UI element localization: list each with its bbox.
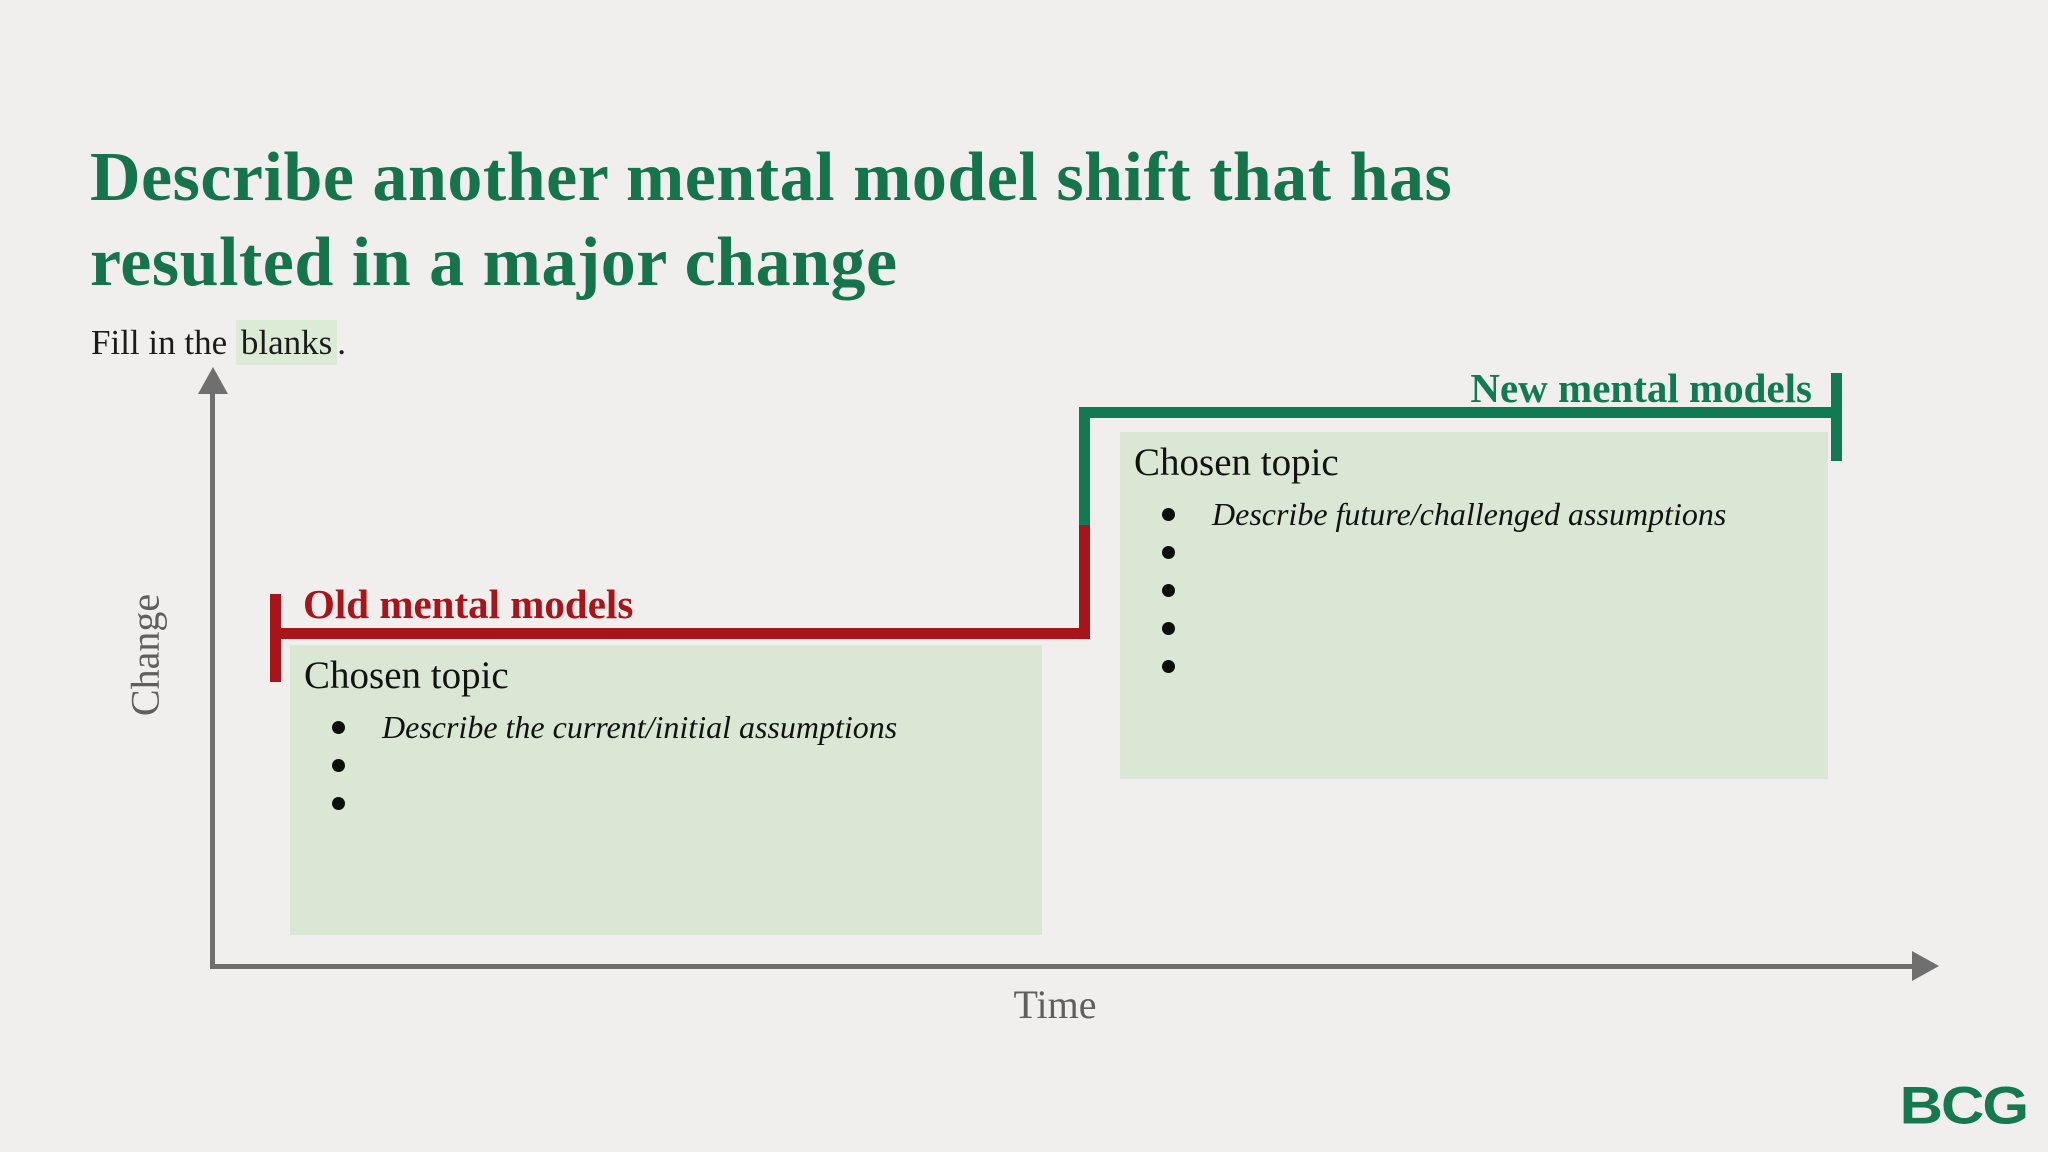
bullet-dot-icon xyxy=(1162,584,1175,598)
old-box-title: Chosen topic xyxy=(304,654,509,697)
list-item: Describe the current/initial assumptions xyxy=(304,709,1024,747)
bcg-logo: BCG xyxy=(1899,1076,2029,1136)
x-axis-arrow-icon xyxy=(1912,951,1939,981)
subtitle-highlight: blanks xyxy=(235,320,338,365)
new-step-riser xyxy=(1079,407,1090,525)
y-axis-arrow-icon xyxy=(198,367,228,394)
list-item xyxy=(1134,648,1810,686)
x-axis-line xyxy=(210,964,1914,969)
bullet-dot-icon xyxy=(332,797,345,811)
new-box-bullet-list: Describe future/challenged assumptions xyxy=(1134,496,1810,686)
subtitle-prefix: Fill in the xyxy=(91,323,236,362)
bullet-dot-icon xyxy=(1162,546,1175,560)
subtitle: Fill in the blanks. xyxy=(91,320,347,365)
page-title: Describe another mental model shift that… xyxy=(90,135,1452,306)
new-step-right-tick xyxy=(1831,373,1842,461)
bullet-dot-icon xyxy=(1162,508,1175,522)
bullet-dot-icon xyxy=(1162,660,1175,674)
subtitle-suffix: . xyxy=(337,323,347,362)
new-mental-models-label: New mental models xyxy=(1470,365,1812,411)
new-step-line xyxy=(1082,407,1842,418)
y-axis-line xyxy=(210,388,215,969)
x-axis-label: Time xyxy=(1013,982,1097,1027)
list-item xyxy=(304,785,1024,823)
list-item xyxy=(1134,534,1810,572)
list-item xyxy=(1134,572,1810,610)
old-step-line xyxy=(270,628,1090,639)
old-step-riser xyxy=(1079,525,1090,639)
bullet-dot-icon xyxy=(1162,622,1175,636)
old-box-bullet-list: Describe the current/initial assumptions xyxy=(304,709,1024,823)
list-item xyxy=(1134,610,1810,648)
new-box-title: Chosen topic xyxy=(1134,441,1339,484)
list-item: Describe future/challenged assumptions xyxy=(1134,496,1810,534)
page-title-line2: resulted in a major change xyxy=(90,224,898,302)
new-bullet-1: Describe future/challenged assumptions xyxy=(1212,496,1727,533)
bullet-dot-icon xyxy=(332,759,345,773)
list-item xyxy=(304,747,1024,785)
old-topic-fillin-box[interactable]: Chosen topic Describe the current/initia… xyxy=(290,645,1042,935)
old-bullet-1: Describe the current/initial assumptions xyxy=(382,709,898,746)
bullet-dot-icon xyxy=(332,721,345,735)
old-mental-models-label: Old mental models xyxy=(303,581,634,627)
new-topic-fillin-box[interactable]: Chosen topic Describe future/challenged … xyxy=(1120,432,1828,779)
y-axis-label: Change xyxy=(122,593,168,717)
page-title-line1: Describe another mental model shift that… xyxy=(90,138,1453,216)
